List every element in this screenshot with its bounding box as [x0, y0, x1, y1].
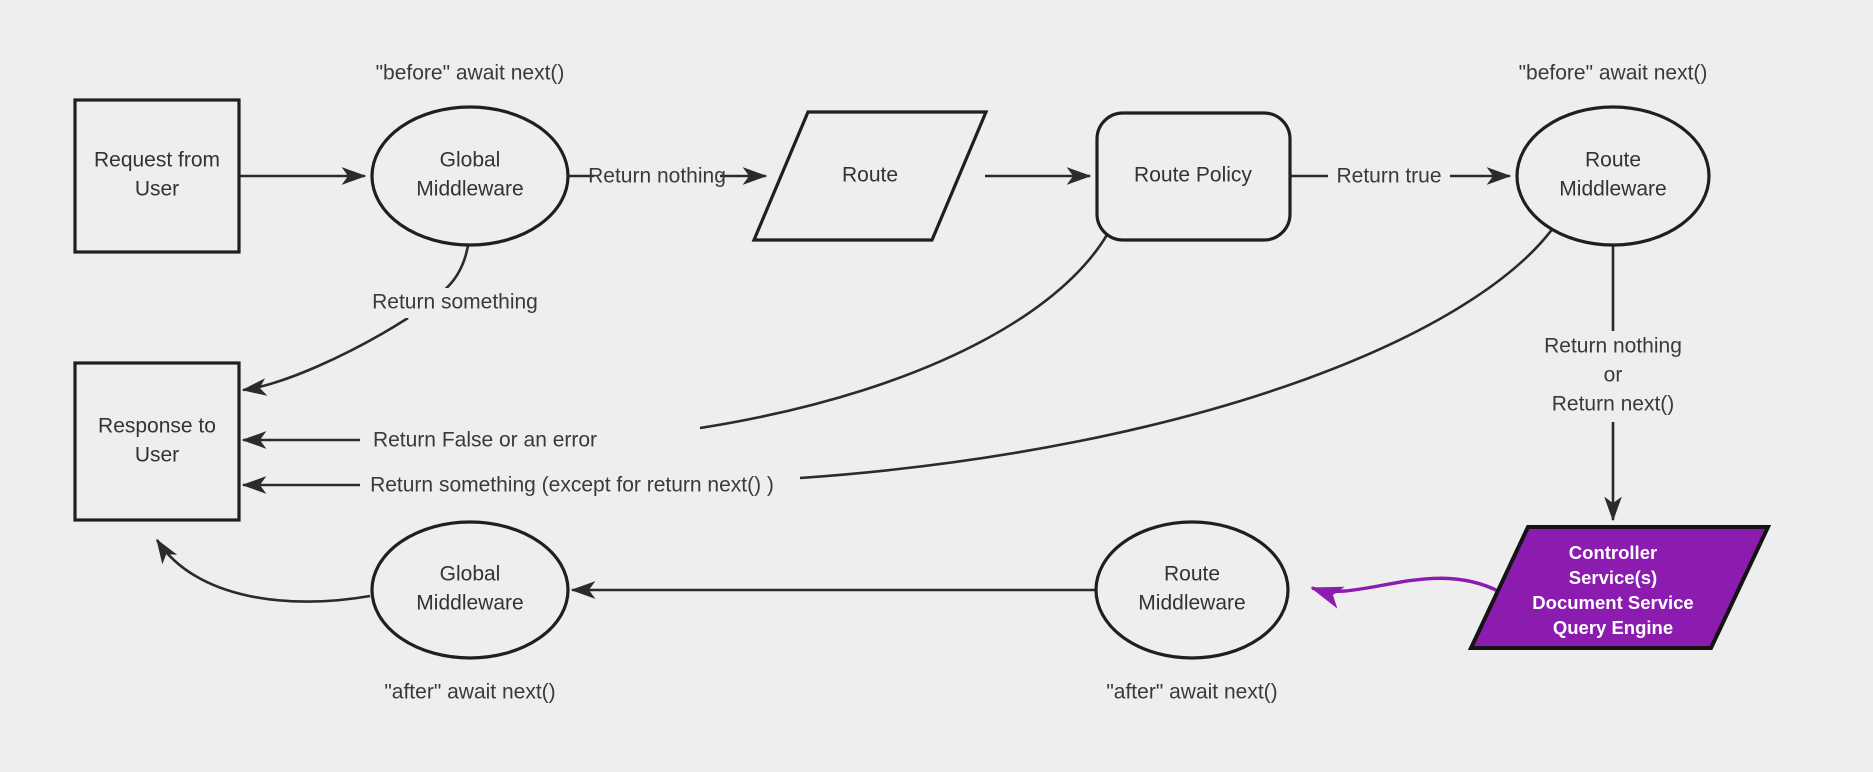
- node-controller-services[interactable]: Controller Service(s) Document Service Q…: [1467, 525, 1772, 650]
- global-middleware-top-label-line2: Middleware: [416, 178, 523, 201]
- controller-services-label-line2: Service(s): [1569, 567, 1657, 588]
- global-middleware-top-shape: [370, 105, 570, 247]
- route-policy-shape: [1095, 111, 1292, 242]
- edge-label-return-false-or-error-text: Return False or an error: [373, 429, 597, 452]
- edge-policy-return-false-curve: [699, 211, 1120, 430]
- edge-global-return-something-lower: [241, 316, 409, 396]
- route-shape: [751, 110, 989, 242]
- global-middleware-bottom-label-line1: Global: [440, 563, 501, 586]
- edge-label-return-true: Return true: [1328, 162, 1450, 190]
- node-route-middleware-bottom[interactable]: Route Middleware: [1094, 520, 1290, 660]
- edge-label-return-false-or-error: Return False or an error: [360, 426, 610, 456]
- edge-label-return-nothing-or-next-line3: Return next(): [1552, 393, 1675, 416]
- edge-routemw-return-something-curve: [799, 207, 1568, 480]
- route-label: Route: [842, 164, 898, 187]
- request-from-user-label-line2: User: [135, 178, 179, 201]
- edge-label-return-something-text: Return something: [372, 291, 538, 314]
- annotation-before-await-next-route: "before" await next(): [1519, 62, 1708, 85]
- node-route[interactable]: Route: [751, 110, 989, 242]
- node-route-middleware-top[interactable]: Route Middleware: [1515, 105, 1711, 247]
- annotation-after-await-next-global: "after" await next(): [384, 681, 555, 704]
- edge-label-return-something-except: Return something (except for return next…: [360, 471, 785, 501]
- edge-label-return-nothing: Return nothing: [588, 162, 726, 190]
- node-global-middleware-bottom[interactable]: Global Middleware: [370, 520, 570, 660]
- controller-services-label-line1: Controller: [1569, 542, 1657, 563]
- edge-label-return-nothing-or-next-line2: or: [1604, 364, 1623, 387]
- edge-label-return-nothing-text: Return nothing: [588, 165, 726, 188]
- node-route-policy[interactable]: Route Policy: [1095, 111, 1292, 242]
- edge-label-return-something: Return something: [360, 288, 550, 318]
- edge-label-return-something-except-text: Return something (except for return next…: [370, 474, 774, 497]
- controller-services-label-line4: Query Engine: [1553, 617, 1673, 638]
- edge-global-bottom-to-response: [155, 538, 371, 603]
- global-middleware-top-label-line1: Global: [440, 149, 501, 172]
- edge-label-return-nothing-or-next: Return nothing or Return next(): [1530, 331, 1698, 422]
- controller-services-shape: [1467, 525, 1772, 650]
- route-middleware-top-label-line1: Route: [1585, 149, 1641, 172]
- annotation-after-await-next-route: "after" await next(): [1106, 681, 1277, 704]
- controller-services-label-line3: Document Service: [1532, 592, 1693, 613]
- response-to-user-label-line1: Response to: [98, 415, 216, 438]
- route-middleware-bottom-shape: [1094, 520, 1290, 660]
- annotation-before-await-next-global: "before" await next(): [376, 62, 565, 85]
- route-middleware-top-label-line2: Middleware: [1559, 178, 1666, 201]
- node-request-from-user[interactable]: Request from User: [73, 98, 241, 254]
- node-response-to-user[interactable]: Response to User: [73, 361, 241, 522]
- request-from-user-shape: [73, 98, 241, 254]
- route-policy-label: Route Policy: [1134, 164, 1252, 187]
- response-to-user-label-line2: User: [135, 444, 179, 467]
- edge-controller-to-routemw-bottom: [1310, 576, 1501, 609]
- edge-label-return-nothing-or-next-line1: Return nothing: [1544, 335, 1682, 358]
- request-from-user-label-line1: Request from: [94, 149, 220, 172]
- edge-label-return-true-text: Return true: [1336, 165, 1441, 188]
- response-to-user-shape: [73, 361, 241, 522]
- node-global-middleware-top[interactable]: Global Middleware: [370, 105, 570, 247]
- route-middleware-bottom-label-line2: Middleware: [1138, 592, 1245, 615]
- global-middleware-bottom-label-line2: Middleware: [416, 592, 523, 615]
- route-middleware-top-shape: [1515, 105, 1711, 247]
- route-middleware-bottom-label-line1: Route: [1164, 563, 1220, 586]
- global-middleware-bottom-shape: [370, 520, 570, 660]
